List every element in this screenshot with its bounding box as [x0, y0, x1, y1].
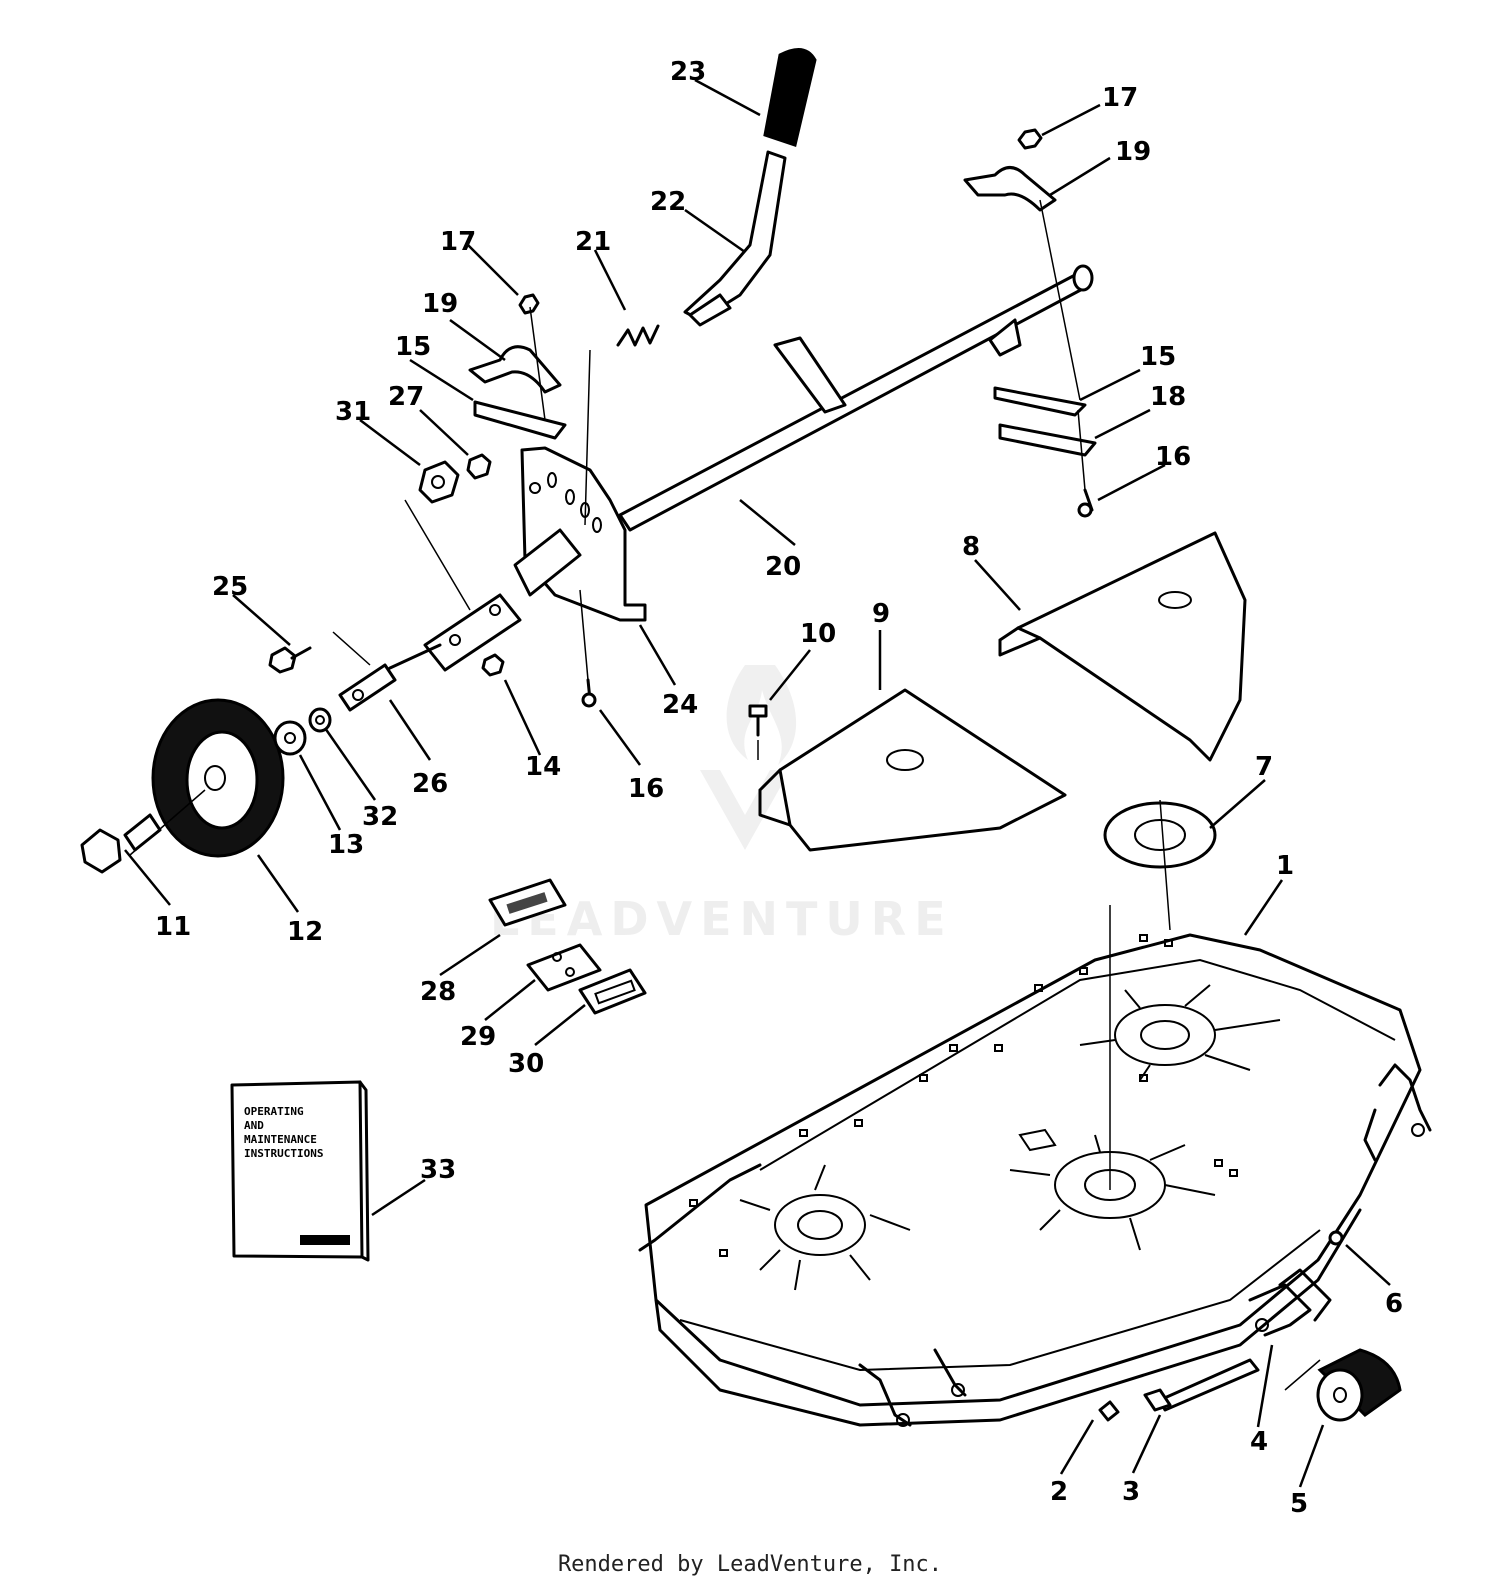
- handle-grip: [763, 48, 817, 147]
- roller-axle: [1158, 1358, 1260, 1412]
- callout-32: 32: [362, 802, 398, 832]
- wheel-bolt: [80, 813, 162, 874]
- callout-17-right: 17: [1102, 83, 1138, 113]
- watermark: LEADVENTURE: [490, 665, 954, 946]
- render-credit: Rendered by LeadVenture, Inc.: [557, 1552, 943, 1577]
- spindle-shield-9: [758, 688, 1067, 852]
- bolt-16-lower: [581, 678, 597, 708]
- clamp-left: [468, 293, 567, 440]
- callout-19-left: 19: [422, 289, 458, 319]
- callout-3: 3: [1122, 1477, 1140, 1507]
- callout-20: 20: [765, 552, 801, 582]
- alignment-lines: [129, 199, 1321, 1391]
- callout-12: 12: [287, 917, 323, 947]
- bolt-10: [748, 704, 768, 737]
- callout-16-lower: 16: [628, 774, 664, 804]
- callout-18: 18: [1150, 382, 1186, 412]
- callout-1: 1: [1276, 851, 1294, 881]
- lift-shaft: [618, 264, 1094, 532]
- callout-28: 28: [420, 977, 456, 1007]
- callout-25: 25: [212, 572, 248, 602]
- decals: [488, 878, 647, 1015]
- manual-line-3: MAINTENANCE: [244, 1133, 317, 1146]
- wheel-bracket: [338, 643, 442, 712]
- callout-21: 21: [575, 227, 611, 257]
- washers: [273, 707, 332, 756]
- clamp-right: [963, 128, 1097, 518]
- watermark-text: LEADVENTURE: [490, 892, 954, 946]
- spring: [616, 324, 660, 347]
- nut-31: [418, 460, 460, 504]
- callout-10: 10: [800, 619, 836, 649]
- callout-30: 30: [508, 1049, 544, 1079]
- callout-11: 11: [155, 912, 191, 942]
- roller-nut: [1328, 1230, 1344, 1246]
- nut-14: [481, 653, 505, 677]
- callout-13: 13: [328, 830, 364, 860]
- callout-4: 4: [1250, 1427, 1268, 1457]
- callout-8: 8: [962, 532, 980, 562]
- manual-line-2: AND: [244, 1119, 264, 1132]
- callout-14: 14: [525, 752, 561, 782]
- roller-bolt: [1098, 1400, 1120, 1422]
- callout-22: 22: [650, 187, 686, 217]
- callout-26: 26: [412, 769, 448, 799]
- spindle-shield-8: [998, 531, 1247, 762]
- callout-9: 9: [872, 599, 890, 629]
- callout-16-right: 16: [1155, 442, 1191, 472]
- leader-arrows: [124, 78, 1391, 1488]
- callout-5: 5: [1290, 1489, 1308, 1519]
- manual-line-4: INSTRUCTIONS: [244, 1147, 323, 1160]
- callout-27: 27: [388, 382, 424, 412]
- lift-arm: [773, 336, 847, 414]
- deck-spindle-left: [739, 1164, 911, 1291]
- callout-31: 31: [335, 397, 371, 427]
- callout-15-right: 15: [1140, 342, 1176, 372]
- callout-29: 29: [460, 1022, 496, 1052]
- callout-7: 7: [1255, 752, 1273, 782]
- deck-spindle-right: [1079, 984, 1281, 1081]
- operating-manual: OPERATING AND MAINTENANCE INSTRUCTIONS: [230, 1080, 370, 1262]
- lift-link: [423, 528, 582, 672]
- callout-17-left: 17: [440, 227, 476, 257]
- bolt-25: [268, 646, 312, 674]
- callout-19-right: 19: [1115, 137, 1151, 167]
- gauge-wheel: [151, 698, 285, 858]
- height-adjust-bracket: [520, 446, 647, 622]
- callout-6: 6: [1385, 1289, 1403, 1319]
- mower-deck: [638, 933, 1432, 1427]
- lift-handle: [683, 150, 787, 327]
- spindle-washer: [1103, 801, 1217, 869]
- roller: [1316, 1348, 1402, 1422]
- callout-33: 33: [420, 1155, 456, 1185]
- anti-scalp-roller-assembly: [1098, 1230, 1402, 1422]
- callout-24: 24: [662, 690, 698, 720]
- callout-labels: 1 2 3 4 5 6 7 8 9 10 11 12 13 14 15 15 1…: [155, 57, 1403, 1519]
- callout-23: 23: [670, 57, 706, 87]
- callout-2: 2: [1050, 1477, 1068, 1507]
- callout-15-left: 15: [395, 332, 431, 362]
- nut-27: [466, 453, 492, 480]
- manual-line-1: OPERATING: [244, 1105, 304, 1118]
